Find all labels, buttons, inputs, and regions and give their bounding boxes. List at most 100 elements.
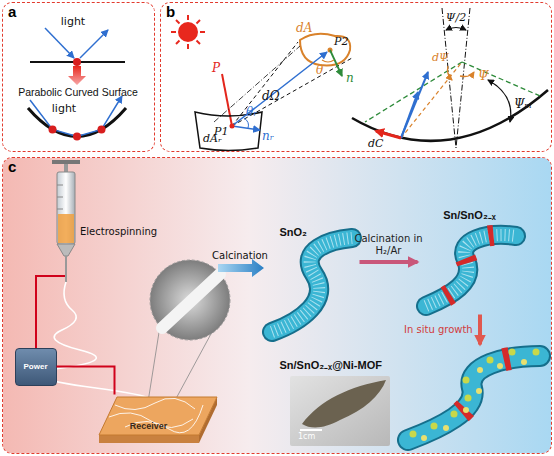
syringe-symbol: [65, 256, 67, 282]
annotation-label: θ: [316, 64, 323, 78]
syringe-symbol: [57, 197, 63, 198]
reflection-sketch: [80, 30, 108, 58]
radiation-geometry: [222, 74, 232, 126]
annotation-label: dΨ: [432, 52, 449, 65]
polymer-jet: [40, 282, 157, 410]
ni-mof-fiber-drawing: [487, 357, 494, 364]
ni-mof-fiber-drawing: [476, 388, 482, 394]
radiation-geometry: [230, 124, 235, 129]
annotation-label: θᵣ: [246, 106, 257, 120]
sun-symbol: [197, 20, 201, 24]
reflection-sketch: [73, 58, 81, 66]
sn-sno2-fiber-drawing: [426, 235, 516, 306]
node-label: Power: [16, 362, 56, 371]
reflection-sketch: [49, 125, 57, 133]
sno2-fiber: SnO₂: [262, 222, 360, 340]
sample-photo: [302, 380, 386, 427]
synthesis-illustration: [3, 158, 552, 454]
annotation-label: Calcination: [212, 250, 268, 262]
ni-mof-fiber-drawing: [410, 431, 417, 438]
reflection-sketch: [73, 133, 81, 141]
radiation-geometry: [171, 8, 548, 151]
sun-symbol: [171, 15, 205, 49]
ni-mof-fiber-drawing: [408, 349, 540, 442]
sn-sno2-fiber-drawing: [426, 235, 516, 306]
ni-mof-fiber-drawing: [509, 349, 516, 356]
ni-mof-fiber-drawing: [431, 423, 438, 430]
reflection-sketch: [45, 28, 74, 58]
synthesis-illustration: [3, 158, 552, 454]
plate-top: [99, 397, 217, 435]
sun-symbol: [179, 23, 197, 41]
radiation-geometry: [232, 126, 260, 130]
radiation-geometry: [232, 58, 352, 126]
radiation-geometry: [232, 52, 327, 126]
ni-mof-fiber-drawing: [465, 395, 472, 402]
syringe-symbol: [57, 209, 63, 210]
node-label: Sn/SnO₂₋ₓ: [418, 207, 522, 222]
calcination-arrow: [218, 259, 264, 277]
zoom-inset: [162, 274, 220, 328]
annotation-label: P2: [334, 36, 348, 49]
sn-sno2-fiber-drawing: [426, 235, 516, 306]
ni-mof-fiber-drawing: [408, 356, 540, 440]
ni-mof-fiber-drawing: [497, 363, 503, 369]
zoom-inset: [148, 326, 160, 402]
panel-letter: b: [166, 3, 175, 20]
ni-mof-fiber-drawing: [443, 425, 449, 431]
annotation-label: Ψ: [478, 70, 489, 84]
reflection-sketch: [68, 66, 86, 85]
radiation-geometry: [352, 90, 548, 141]
ni-mof-fiber-drawing: [421, 435, 427, 441]
annotation-label: 1cm: [298, 432, 315, 441]
edge-label: Calcination in H₂/Ar: [354, 233, 424, 257]
syringe-symbol: [52, 160, 80, 164]
radiation-geometry: [244, 118, 249, 128]
ni-mof-fiber-drawing: [408, 356, 540, 440]
syringe-symbol: [57, 244, 75, 256]
node-label: Sn/SnO₂₋ₓ@Ni-MOF: [280, 357, 382, 372]
sun-symbol: [197, 41, 201, 45]
receiver-plate: Receiver: [95, 395, 220, 450]
radiation-geometry: [401, 72, 428, 138]
reflection-sketch: [28, 28, 126, 141]
annotation-label: dΩ: [262, 90, 280, 104]
radiation-geometry: [376, 131, 401, 138]
radiation-geometry: [322, 60, 334, 62]
node-label: Receiver: [99, 421, 199, 431]
ni-mof-fiber-drawing: [477, 367, 483, 373]
sun-symbol: [187, 44, 189, 49]
sno2-fiber-drawing: [272, 238, 352, 332]
radiation-geometry: [462, 62, 540, 96]
ni-mof-fiber-drawing: [408, 356, 540, 440]
annotation-label: nᵣ: [262, 130, 274, 144]
sun-symbol: [187, 15, 189, 20]
ni-mof-fiber-drawing: [463, 407, 469, 413]
sun-symbol: [176, 20, 180, 24]
power-wire: [36, 276, 65, 348]
annotation-label: dC: [368, 138, 383, 151]
ni-mof-fiber-drawing: [533, 349, 540, 356]
annotation-label: light: [52, 103, 76, 116]
connector-group: [57, 262, 481, 395]
annotation-label: dAᵣ: [203, 133, 222, 146]
zoom-inset: [172, 332, 212, 406]
radiation-geometry: [232, 42, 298, 126]
panel-frame: cPowerReceiverSnO₂Sn/SnO₂₋ₓSn/SnO₂₋ₓ@Ni-…: [2, 157, 552, 454]
annotation-label: dA: [296, 22, 312, 36]
radiation-geometry: [330, 50, 342, 76]
radiation-geometry: [401, 92, 418, 138]
plate-front: [99, 435, 199, 443]
radiation-geometry: [401, 62, 462, 138]
annotation-label: Ψ/2: [446, 12, 466, 25]
syringe-symbol: [57, 185, 63, 186]
sun-symbol: [200, 31, 205, 33]
reflection-sketch: [30, 96, 122, 137]
ni-mof-fiber-drawing: [451, 411, 458, 418]
sn-sno2-fiber: Sn/SnO₂₋ₓ: [418, 205, 522, 315]
ni-mof-fiber-drawing: [521, 359, 527, 365]
radiation-geometry: [446, 28, 466, 31]
annotation-label: P: [212, 62, 220, 76]
sn-sno2-fiber-drawing: [426, 235, 516, 306]
